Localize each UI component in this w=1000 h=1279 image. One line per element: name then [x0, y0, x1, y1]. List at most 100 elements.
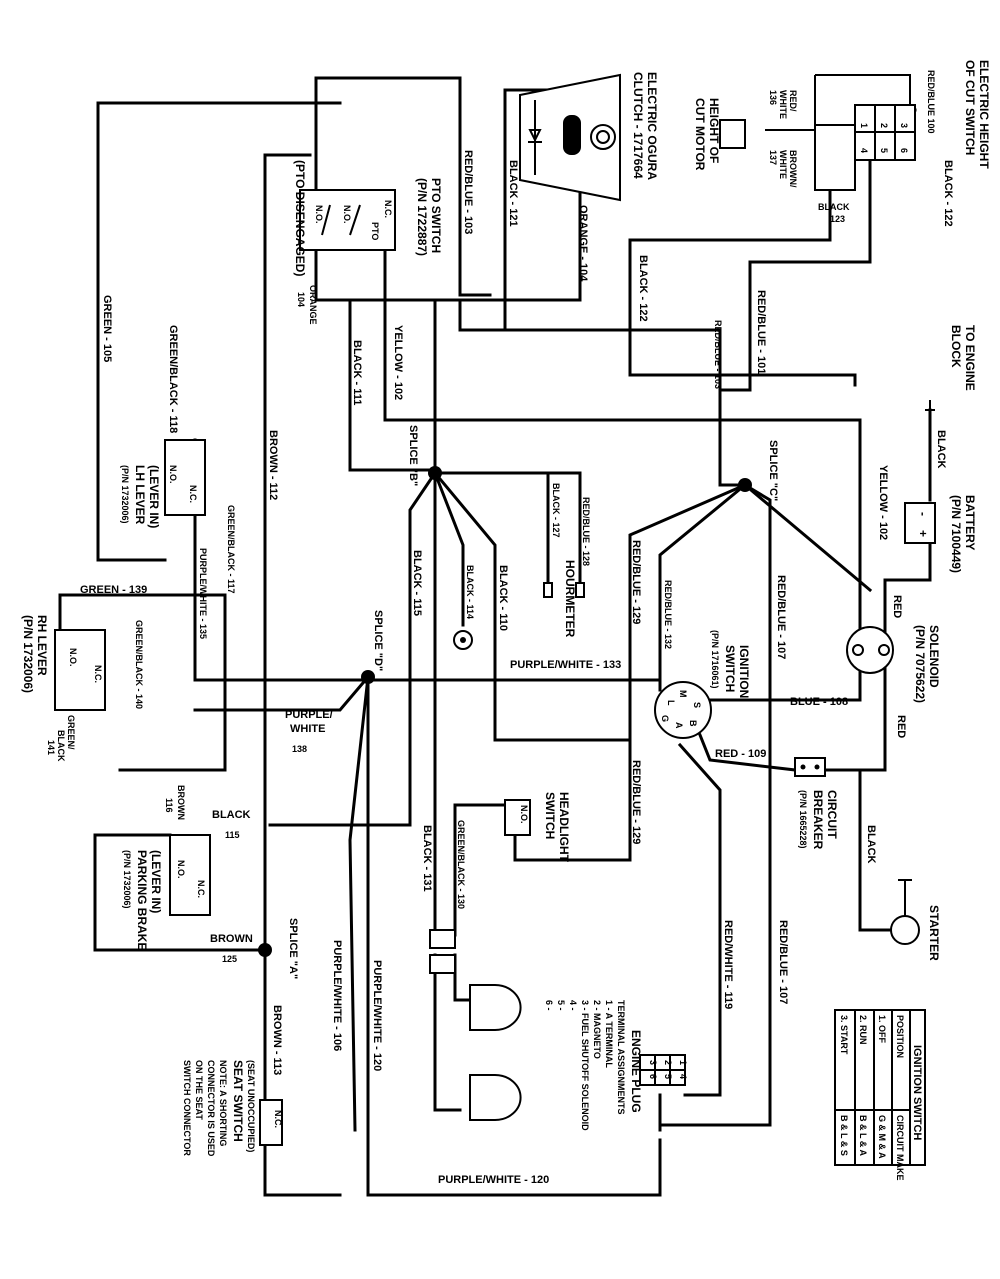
rh-lever-label-2: (P/N 1732006) [21, 615, 35, 693]
splice-b-label: SPLICE "B" [407, 425, 419, 486]
table-row3-pos: 3. START [839, 1015, 849, 1055]
w-redwhite-119: RED/WHITE - 119 [722, 920, 734, 1009]
w-green-black-118: GREEN/BLACK - 118 [167, 325, 179, 433]
w-redblue-132: RED/BLUE - 132 [663, 580, 673, 649]
ign-terminal-s: S [692, 702, 702, 708]
w-brown-116b: 116 [164, 798, 174, 813]
headlight-switch: N.O. HEADLIGHT SWITCH [504, 792, 571, 863]
w-red-right: RED [895, 715, 907, 738]
engine-plug-4: 4 - [568, 1000, 578, 1011]
w-black-111: BLACK - 111 [351, 340, 363, 405]
w-black-131: BLACK - 131 [421, 825, 433, 892]
pto-switch: N.C. N.O. N.O. PTO PTO SWITCH (P/N 17228… [293, 160, 443, 276]
w-redwhite-136b: WHITE [778, 90, 788, 119]
electric-clutch: ELECTRIC OGURA CLUTCH - 1717664 [519, 72, 659, 202]
wire-labels: RED/BLUE 100 RED/ WHITE 136 BROWN/ WHITE… [46, 70, 954, 1186]
plug-pin-4: 4 [678, 1074, 688, 1079]
w-purple-white-138c: 138 [292, 744, 307, 754]
w-redblue-103: RED/BLUE - 103 [462, 150, 474, 234]
w-green-139: GREEN - 139 [80, 584, 147, 596]
w-black-110: BLACK - 110 [497, 565, 509, 631]
ground-ring [453, 630, 473, 650]
w-purple-white-133: PURPLE/WHITE - 133 [510, 659, 621, 671]
w-black-122: BLACK - 122 [637, 255, 649, 322]
w-green-black-130: GREEN/BLACK - 130 [456, 820, 466, 909]
w-green-black-117: GREEN/BLACK - 117 [226, 505, 236, 594]
engine-plug-2: 2 - MAGNETO [592, 1000, 602, 1059]
w-green-black-140: GREEN/BLACK - 140 [134, 620, 144, 709]
w-brownwhite-137c: 137 [768, 150, 778, 165]
ignition-label-1: IGNITION [737, 645, 751, 698]
w-black-115-box-a: BLACK [212, 809, 251, 821]
w-orange-104-a: ORANGE [308, 285, 318, 325]
splice-a-dot [258, 943, 272, 957]
clutch-label-2: CLUTCH - 1717664 [631, 72, 645, 179]
breaker-label-2: BREAKER [811, 790, 825, 850]
pto-switch-label-2: (P/N 1722887) [415, 178, 429, 256]
table-header-position: POSITION [895, 1015, 905, 1058]
table-row1-circ: G & M & A [877, 1115, 887, 1159]
plug-pin-2: 2 [663, 1060, 673, 1065]
w-blue-108: BLUE - 108 [790, 696, 848, 708]
starter-label: STARTER [927, 905, 941, 961]
w-black-121: BLACK - 121 [507, 160, 519, 227]
engine-plug-5: 5 - [556, 1000, 566, 1011]
w-redblue-128: RED/BLUE - 128 [581, 497, 591, 566]
motor-label-1: HEIGHT OF [707, 98, 721, 163]
hourmeter-label: HOURMETER [563, 560, 577, 638]
park-label-3: (P/N 1732006) [122, 850, 132, 909]
motor-label-2: CUT MOTOR [693, 98, 707, 171]
terminal-5: 5 [879, 148, 889, 153]
pto-switch-label-3: (PTO DISENGAGED) [293, 160, 307, 276]
w-brown-125b: 125 [222, 954, 237, 964]
seat-switch: N.C. (SEAT UNOCCUPIED) SEAT SWITCH NOTE:… [182, 1060, 283, 1157]
pb-nc: N.C. [196, 880, 206, 898]
w-black-115-box-b: 115 [225, 830, 240, 840]
headlight-no: N.O. [519, 805, 529, 824]
seat-label-1: (SEAT UNOCCUPIED) [246, 1060, 256, 1152]
ignition-label-2: SWITCH [723, 645, 737, 692]
battery-plus: + [916, 530, 930, 537]
engine-plug: 1 4 2 5 3 6 ENGINE PLUG TERMINAL ASSIGNM… [544, 1000, 688, 1131]
ign-terminal-l: L [666, 700, 676, 706]
wire-paths [58, 76, 932, 1197]
seat-nc: N.C. [273, 1110, 283, 1128]
ign-terminal-a: A [674, 722, 684, 729]
hourmeter: HOURMETER [543, 560, 585, 638]
w-red-109: RED - 109 [715, 748, 766, 760]
splices: SPLICE "B" SPLICE "C" SPLICE "D" SPLICE … [258, 425, 779, 979]
splice-c-dot [738, 478, 752, 492]
seat-label-4: CONNECTOR IS USED [206, 1060, 216, 1157]
headlight-label-2: SWITCH [543, 792, 557, 839]
solenoid-label-2: (P/N 7075622) [913, 625, 927, 703]
engine-plug-label: ENGINE PLUG [629, 1030, 643, 1113]
w-purple-white-120: PURPLE/WHITE - 120 [438, 1174, 549, 1186]
w-yellow-102: YELLOW - 102 [392, 325, 404, 400]
height-switch-label-2: OF CUT SWITCH [963, 60, 977, 155]
engine-plug-6: 6 - [544, 1000, 554, 1011]
w-black-starter: BLACK [865, 825, 877, 864]
w-purple-white-120-v: PURPLE/WHITE - 120 [371, 960, 383, 1071]
parking-brake-switch: N.C. N.O. (LEVER IN) PARKING BRAKE (P/N … [122, 834, 211, 950]
engine-plug-terms: TERMINAL ASSIGNMENTS [616, 1000, 626, 1115]
lh-lever-switch: N.C. N.O. (LEVER IN) LH LEVER (P/N 17320… [120, 439, 206, 528]
terminal-6: 6 [899, 148, 909, 153]
seat-label-5: ON THE SEAT [194, 1060, 204, 1120]
w-redwhite-136c: 136 [768, 90, 778, 105]
engine-block-label-2: BLOCK [949, 325, 963, 368]
headlight-label-1: HEADLIGHT [557, 792, 571, 863]
splice-d-label: SPLICE "D" [372, 610, 384, 671]
w-green-black-141c: 141 [46, 740, 56, 755]
clutch-label-1: ELECTRIC OGURA [645, 72, 659, 180]
terminal-1: 1 [859, 123, 869, 128]
plug-pin-6: 6 [648, 1074, 658, 1079]
w-purple-white-138b: WHITE [290, 723, 325, 735]
terminal-2: 2 [879, 123, 889, 128]
plug-pin-1: 1 [678, 1060, 688, 1065]
pto-nc-label: N.C. [383, 200, 393, 218]
pto-switch-label-1: PTO SWITCH [429, 178, 443, 253]
w-brown-125a: BROWN [210, 933, 253, 945]
circuit-breaker: CIRCUIT BREAKER (P/N 1665228) [794, 757, 839, 850]
battery: - + BATTERY (P/N 7100449) TO ENGINE BLOC… [904, 325, 977, 573]
